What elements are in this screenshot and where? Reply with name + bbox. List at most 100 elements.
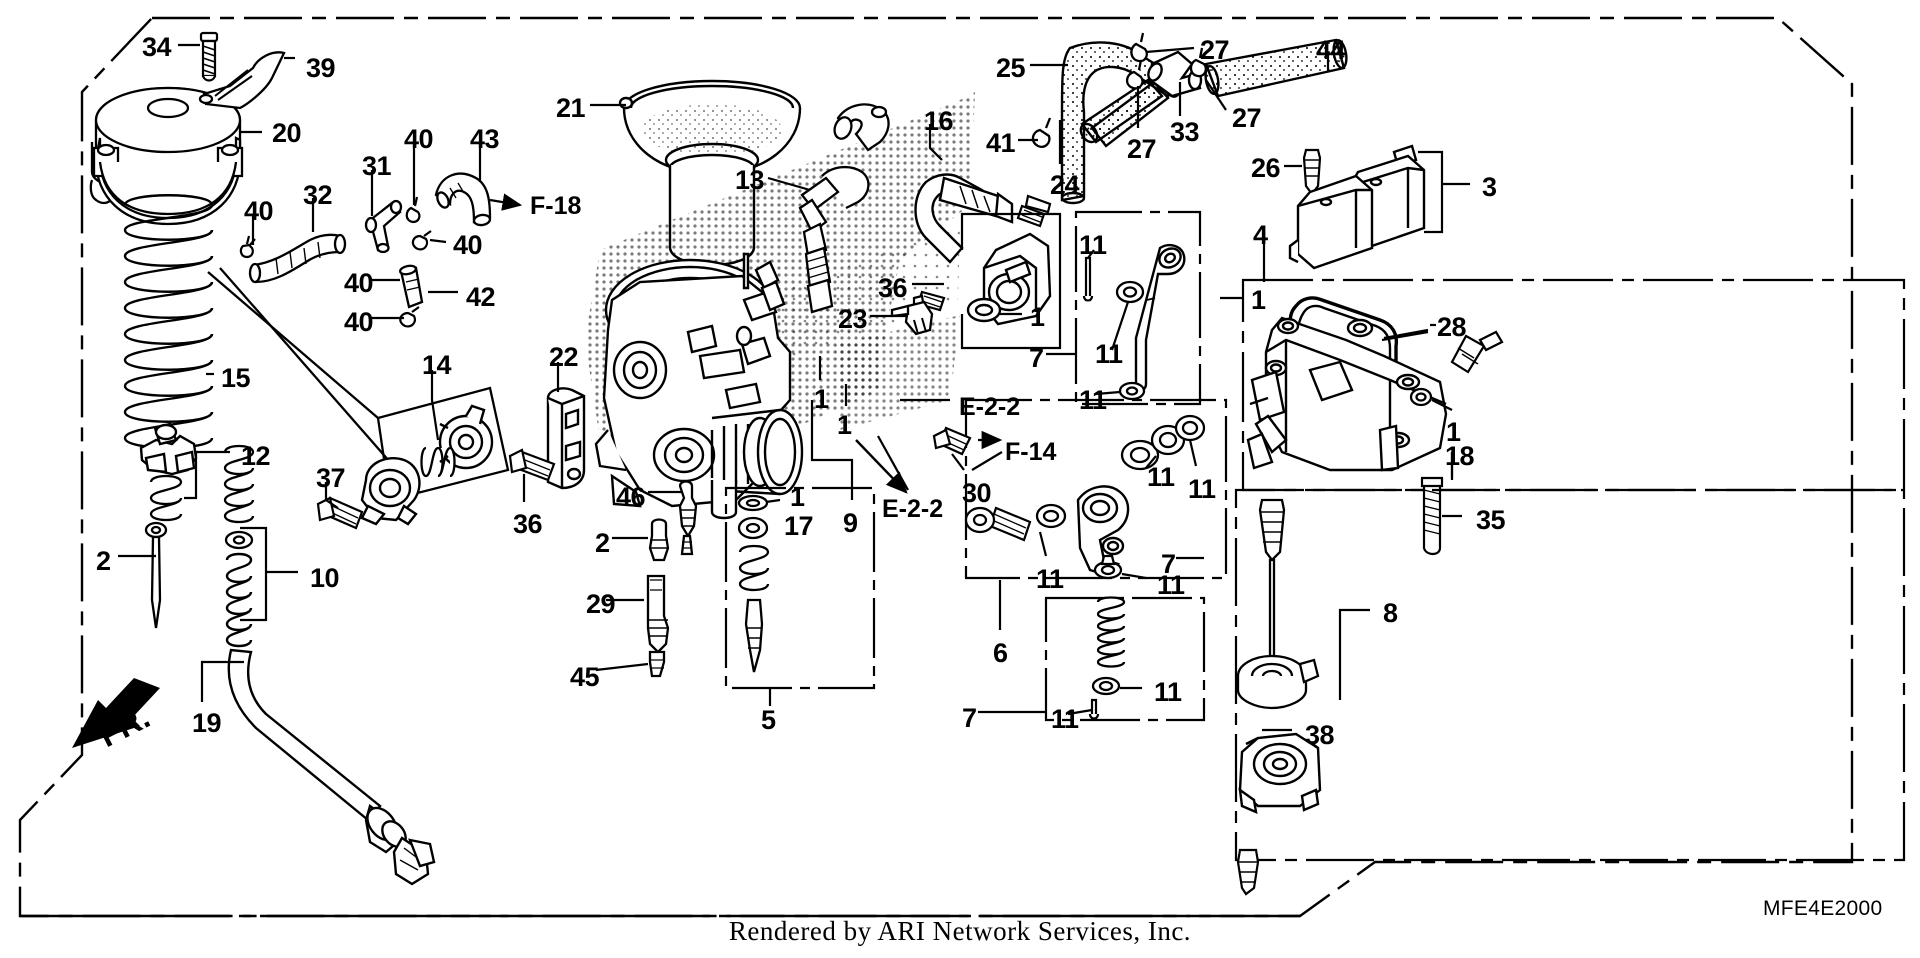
- part-2-screw-left: [144, 521, 168, 629]
- part-callout-27: 27: [1127, 134, 1157, 164]
- part-4-body: [1246, 296, 1448, 472]
- part-24-sensor: [966, 232, 1052, 326]
- part-callout-21: 21: [556, 93, 586, 123]
- part-callout-10: 10: [310, 563, 340, 593]
- part-41-clamp: [1031, 117, 1052, 148]
- part-callout-11: 11: [1036, 564, 1064, 594]
- part-callout-36: 36: [513, 509, 543, 539]
- part-17-washer: [737, 516, 769, 540]
- part-callout-41: 41: [986, 128, 1016, 158]
- part-11-washer-b: [1035, 503, 1067, 529]
- part-10-spring: [223, 444, 255, 524]
- part-callout-18: 18: [1445, 441, 1475, 471]
- part-11-washers-row: [1120, 414, 1206, 471]
- part-43-hose: [434, 172, 492, 227]
- part-11-bolt-b: [964, 506, 1032, 542]
- part-12-spring: [149, 474, 183, 522]
- part-callout-38: 38: [1305, 720, 1335, 750]
- part-11-nut-c: [1091, 676, 1121, 696]
- part-callout-11: 11: [1095, 339, 1123, 369]
- part-11-nut-a: [1118, 381, 1146, 401]
- part-callout-7: 7: [1029, 343, 1044, 373]
- part-8-needle: [1236, 498, 1320, 710]
- part-29-jet: [646, 574, 670, 654]
- part-22-bracket: [546, 387, 586, 490]
- part-36-screw-a: [1016, 194, 1052, 228]
- part-callout-7: 7: [962, 703, 977, 733]
- part-callout-11: 11: [1147, 462, 1175, 492]
- part-1-oring-5: [737, 494, 769, 512]
- part-27-clamp-b: [1125, 59, 1144, 90]
- diagram-code: MFE4E2000: [1763, 897, 1883, 920]
- part-callout-1: 1: [837, 410, 852, 440]
- part-callout-e-2-2: E-2-2: [882, 495, 944, 523]
- part-callout-17: 17: [784, 511, 814, 541]
- part-callout-f-18: F-18: [530, 192, 582, 220]
- part-callout-5: 5: [761, 705, 776, 735]
- group-7-box-b: [1044, 596, 1206, 722]
- part-callout-40: 40: [344, 307, 374, 337]
- part-callout-11: 11: [1154, 677, 1182, 707]
- part-38-assembly: [1238, 732, 1322, 814]
- part-callout-11: 11: [1079, 230, 1107, 260]
- part-callout-7: 7: [1161, 549, 1176, 579]
- part-callout-8: 8: [1383, 598, 1398, 628]
- part-37-body: [360, 457, 421, 526]
- part-28-screw: [1450, 330, 1504, 374]
- fr-arrow: [72, 678, 160, 748]
- part-callout-36: 36: [878, 273, 908, 303]
- part-callout-2: 2: [595, 528, 610, 558]
- part-callout-37: 37: [316, 463, 346, 493]
- part-11-lever-a: [1134, 244, 1186, 392]
- leader-lines: [118, 43, 1470, 732]
- part-39-stay: [198, 51, 286, 110]
- part-16-harness: [914, 173, 1014, 264]
- group-8-box: [1234, 488, 1906, 862]
- part-14-spring: [420, 446, 456, 478]
- part-callout-11: 11: [1051, 704, 1079, 734]
- part-20-cap: [89, 86, 244, 226]
- part-15-spring: [123, 194, 214, 449]
- part-40-clamp-b: [405, 196, 421, 224]
- part-46-jet: [678, 480, 698, 556]
- part-45-jet: [648, 650, 666, 678]
- reference-arrows: [855, 439, 908, 494]
- part-callout-34: 34: [142, 32, 172, 62]
- part-38-screw: [1236, 848, 1260, 896]
- part-callout-29: 29: [586, 589, 616, 619]
- part-callout-40: 40: [344, 268, 374, 298]
- part-callout-25: 25: [996, 53, 1026, 83]
- part-callout-33: 33: [1170, 117, 1200, 147]
- part-callout-e-2-2: E-2-2: [959, 393, 1021, 421]
- carburetor-body: [594, 252, 804, 520]
- part-27-clamp-a: [1130, 32, 1148, 63]
- part-44-hose: [1204, 38, 1348, 98]
- part-callout-11: 11: [1188, 474, 1216, 504]
- part-callout-1: 1: [814, 384, 829, 414]
- part-callout-26: 26: [1251, 153, 1281, 183]
- part-3-units: [1288, 144, 1426, 270]
- part-callout-40: 40: [244, 196, 274, 226]
- part-callout-27: 27: [1232, 103, 1262, 133]
- part-callout-40: 40: [404, 124, 434, 154]
- part-17-needle: [744, 598, 764, 673]
- funnel-texture: [642, 104, 782, 156]
- part-callout-27: 27: [1200, 35, 1230, 65]
- part-callout-11: 11: [1157, 570, 1185, 600]
- part-callout-15: 15: [221, 363, 251, 393]
- part-27-clamp-c: [1189, 47, 1207, 78]
- part-26-pin: [1302, 148, 1322, 196]
- part-35-bolt: [1420, 476, 1444, 556]
- part-callout-22: 22: [549, 342, 579, 372]
- part-callout-6: 6: [993, 638, 1008, 668]
- part-1-oring-r: [1409, 387, 1433, 407]
- part-callout-3: 3: [1482, 172, 1497, 202]
- part-callout-1: 1: [1446, 417, 1461, 447]
- part-17-spring: [738, 544, 770, 592]
- part-callout-31: 31: [362, 151, 392, 181]
- part-19-tube: [225, 552, 436, 886]
- part-23-clip: [890, 300, 934, 336]
- part-31-tjoint: [364, 199, 403, 254]
